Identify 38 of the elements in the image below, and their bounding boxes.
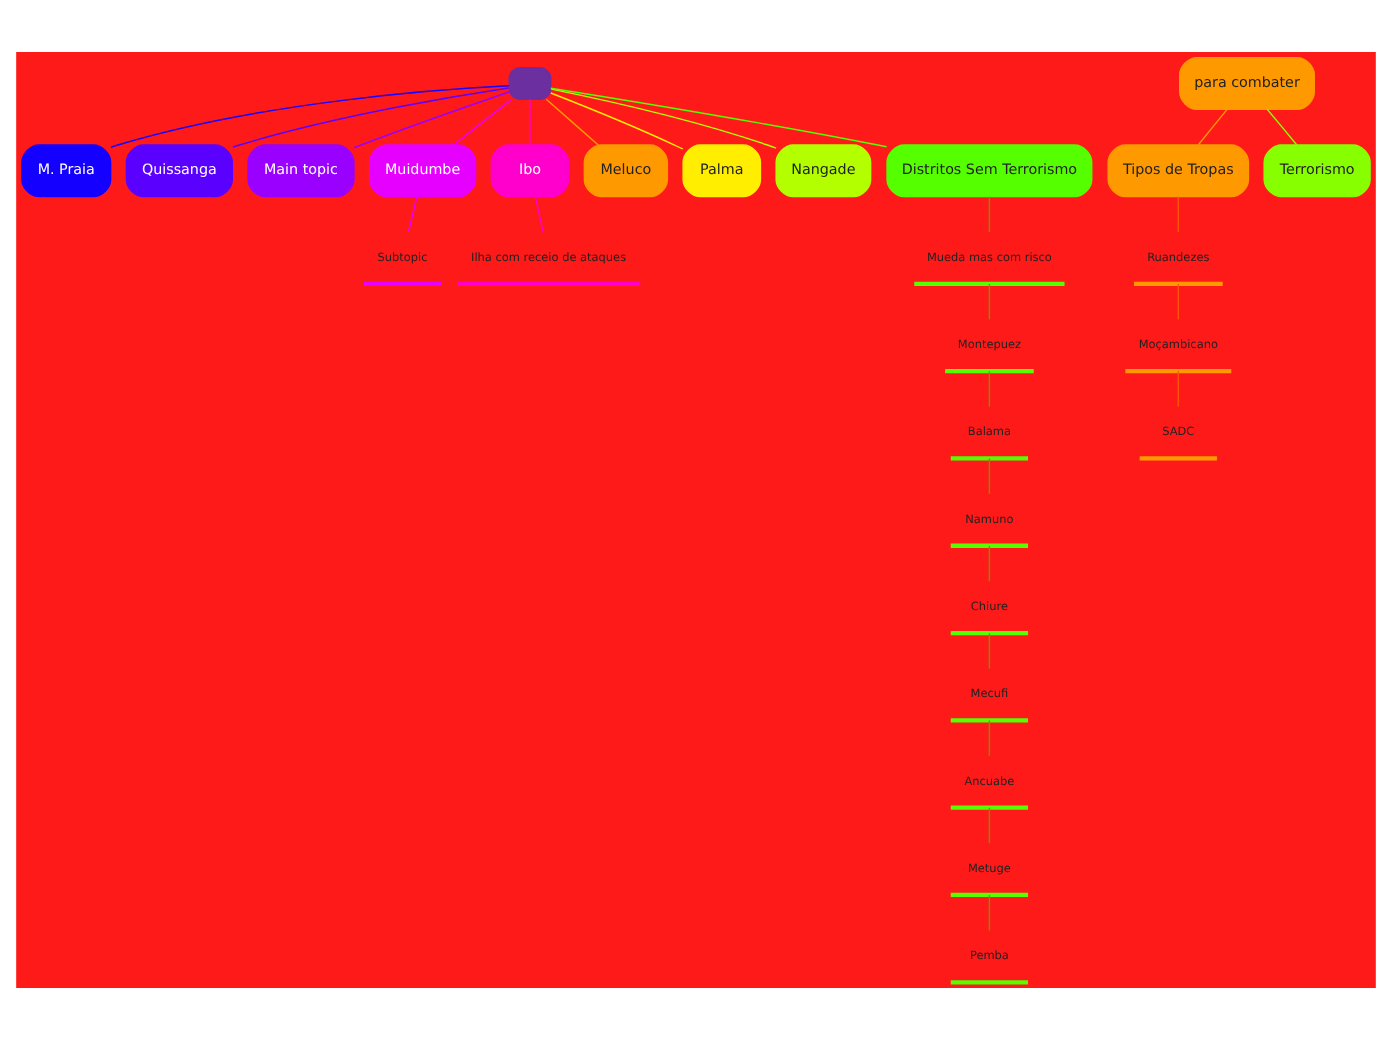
connector — [988, 283, 991, 320]
connector — [550, 88, 777, 149]
node-box: M. Praia — [21, 144, 112, 198]
connector — [988, 370, 991, 408]
node-box: Nangade — [775, 144, 872, 198]
connector — [353, 91, 510, 149]
connector — [988, 457, 991, 495]
node-box: Tipos de Tropas — [1107, 144, 1250, 198]
connector — [534, 195, 544, 233]
connector — [452, 98, 513, 146]
connector — [550, 92, 684, 150]
connector — [550, 87, 888, 148]
connector — [407, 195, 418, 233]
connector — [988, 807, 991, 844]
node-box: para combater — [1179, 57, 1315, 110]
connector — [232, 87, 510, 148]
connector — [545, 98, 599, 146]
connector — [988, 719, 991, 757]
connector — [988, 195, 991, 233]
connector — [988, 632, 991, 670]
connector — [1266, 108, 1298, 146]
node-box: Quissanga — [125, 144, 233, 198]
node-box: Muidumbe — [368, 144, 477, 198]
node-box — [508, 67, 552, 100]
connector — [529, 98, 531, 146]
connector — [988, 894, 991, 932]
node-box: Meluco — [583, 144, 669, 198]
connector — [1197, 108, 1228, 146]
node-box: Palma — [682, 144, 762, 198]
connector — [1177, 370, 1180, 408]
connector — [1177, 283, 1180, 320]
node-box: Main topic — [247, 144, 355, 198]
node-box: Distritos Sem Terrorismo — [886, 144, 1093, 198]
connector — [988, 545, 991, 582]
node-box: Ibo — [490, 144, 570, 198]
connector — [1177, 195, 1180, 233]
connector — [110, 85, 510, 149]
node-box: Terrorismo — [1263, 144, 1371, 198]
